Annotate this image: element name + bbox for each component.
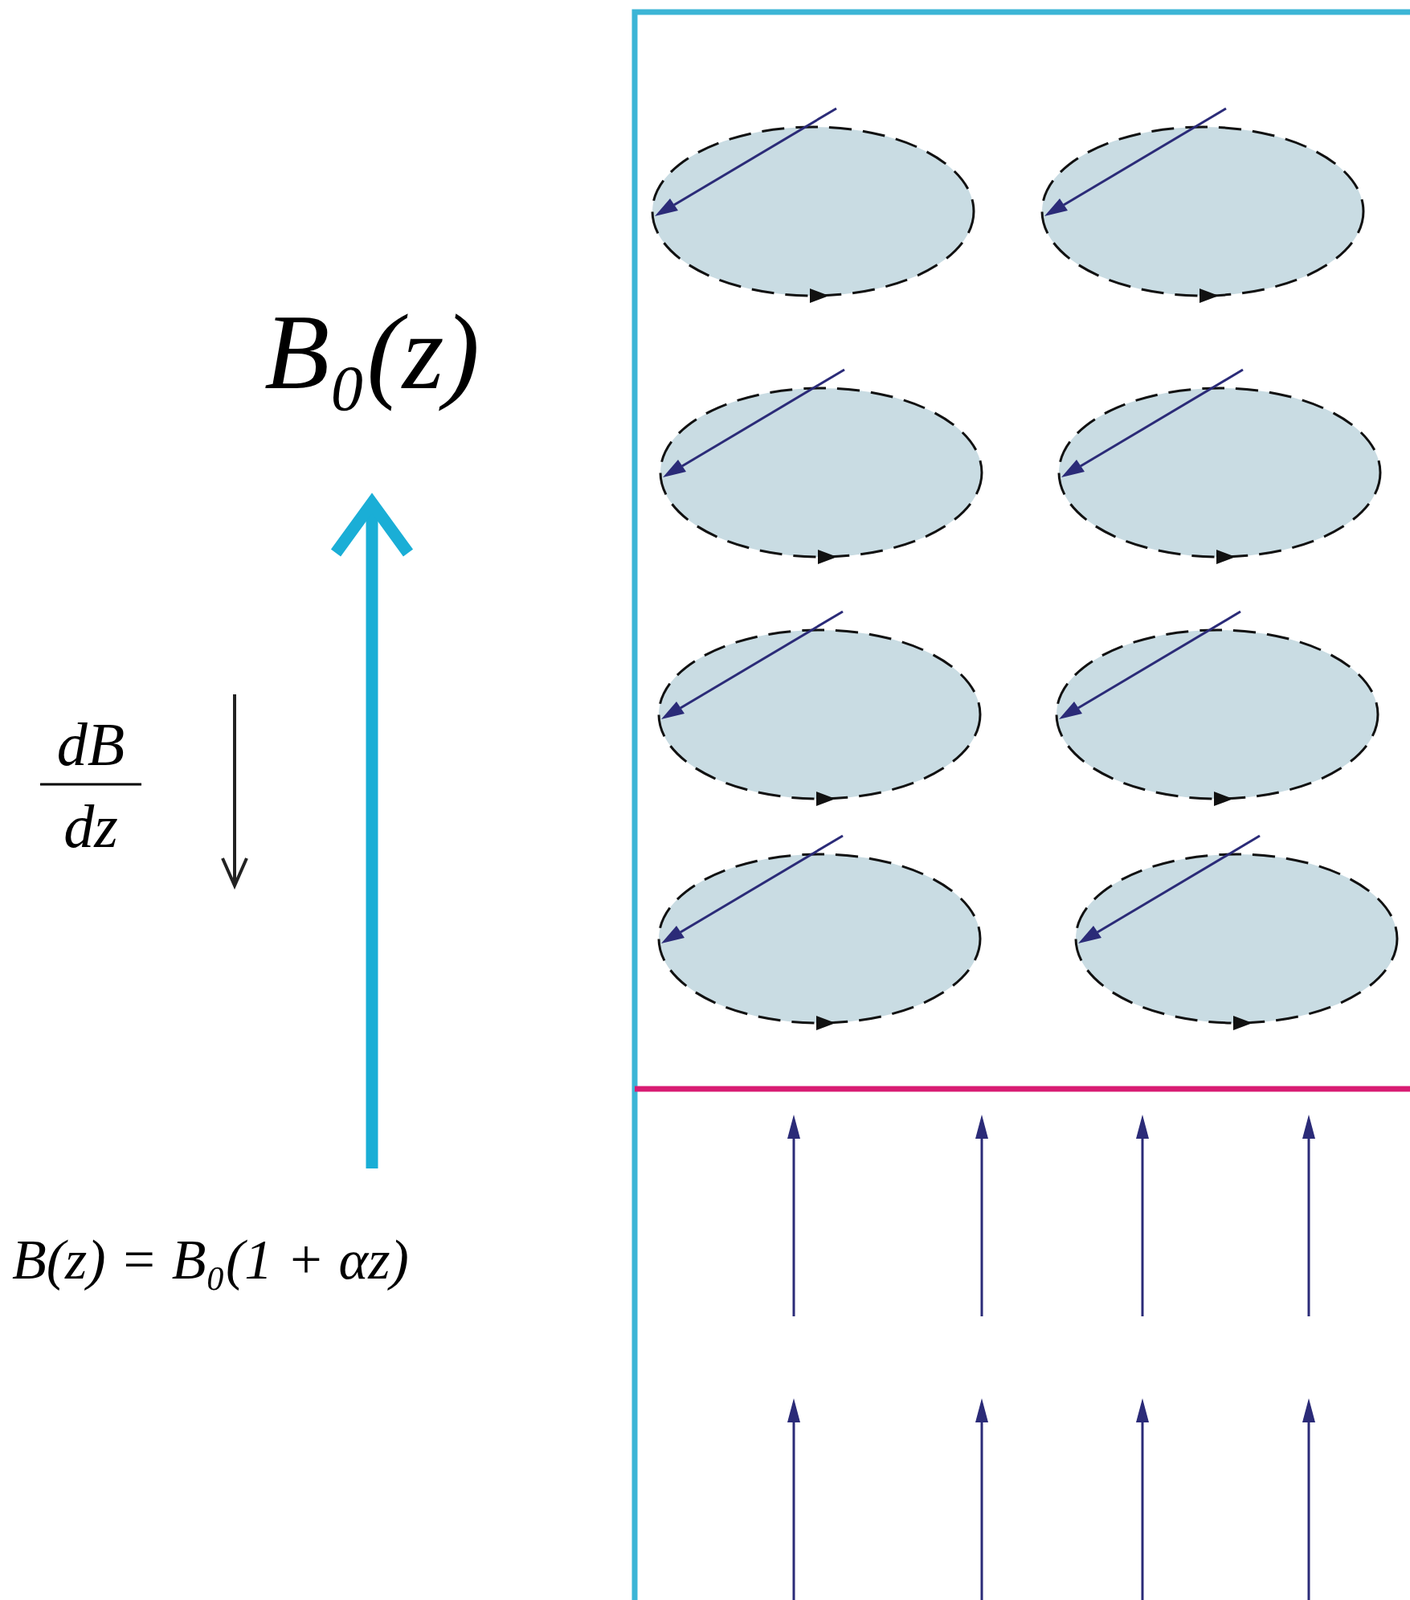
aligned-spin: [1302, 1397, 1316, 1600]
precessing-spin: [1075, 835, 1398, 1030]
fraction-denominator: dz: [63, 795, 119, 857]
aligned-spin: [975, 1114, 989, 1316]
sample-boundary: [634, 12, 1410, 1600]
field-arrowhead: [335, 502, 409, 553]
precessing-spin: [1058, 369, 1381, 564]
aligned-spin: [1302, 1114, 1316, 1316]
aligned-spin: [1136, 1397, 1149, 1600]
gradient-arrow: [232, 694, 237, 883]
aligned-spin: [1136, 1114, 1149, 1316]
precessing-spin: [658, 835, 981, 1030]
precessing-spin: [652, 108, 974, 303]
aligned-spin: [787, 1114, 801, 1316]
fraction-numerator: dB: [57, 713, 125, 775]
gradient-arrowhead: [222, 858, 247, 886]
aligned-spin: [975, 1397, 989, 1600]
field-equation: B(z) = B₀(1 + αz): [12, 1231, 409, 1288]
domain-interface: [634, 1086, 1410, 1092]
precessing-spin: [658, 611, 981, 806]
fraction-bar: [40, 783, 142, 786]
field-label: B₀(z): [264, 298, 480, 406]
precessing-spin: [660, 369, 982, 564]
aligned-spin: [787, 1397, 801, 1600]
precessing-spin: [1042, 108, 1364, 303]
precessing-spin: [1056, 611, 1378, 806]
field-arrow: [366, 507, 379, 1169]
